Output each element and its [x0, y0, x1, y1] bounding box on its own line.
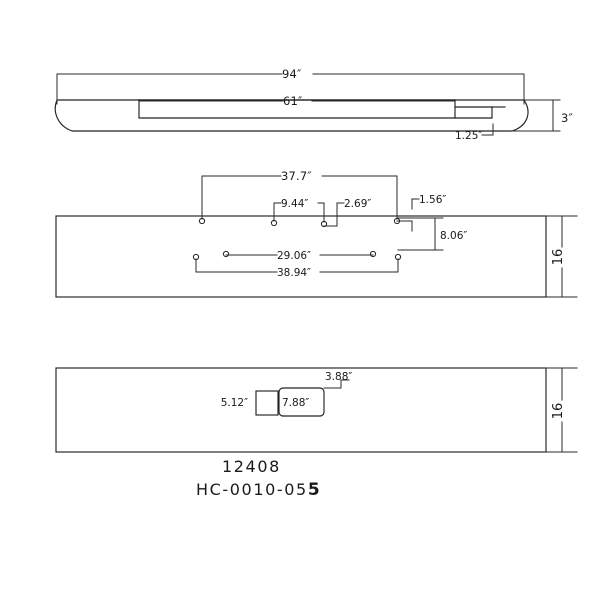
dim-lower-inner-span: 29.06″ [225, 250, 374, 262]
hole-lower-2 [222, 250, 230, 258]
cutout-left [255, 390, 279, 416]
dim-16-front-label: 16 [551, 249, 566, 266]
dim-388-label: 3.88″ [325, 371, 352, 383]
dim-3894-label: 38.94″ [277, 267, 311, 279]
dim-upper-span: 37.7″ [201, 169, 398, 220]
front-view-body [55, 215, 547, 298]
dim-vertical-offset: 8.06″ [396, 217, 467, 251]
dim-806-label: 8.06″ [440, 230, 467, 242]
drawing-number-base: HC-0010-05 [196, 480, 308, 499]
dim-788-label: 7.88″ [282, 397, 309, 409]
drawing-number-label: HC-0010-055 [196, 480, 321, 500]
title-block: 12408 HC-0010-055 [196, 457, 321, 500]
dim-notch-width [481, 123, 494, 136]
dim-front-height: 16 [545, 215, 578, 298]
dim-upper-inner-b: 2.69″ [336, 198, 371, 215]
drawing-revision-suffix: 5 [308, 480, 321, 500]
dim-bottom-height: 16 [545, 367, 578, 453]
front-view: 37.7″ 9.44″ 2.69″ 1.56″ [55, 169, 578, 298]
dim-156-leader [396, 220, 413, 232]
dim-overall-length: 94″ [56, 67, 525, 105]
dim-2906-label: 29.06″ [277, 250, 311, 262]
dim-388-leader [323, 379, 342, 389]
dim-3-label: 3″ [561, 111, 574, 125]
cutout-right [278, 387, 325, 417]
dim-61-label: 61″ [283, 94, 303, 108]
bottom-view-body [55, 367, 547, 453]
dim-cutout-left-width: 5.12″ [221, 397, 248, 409]
dim-269-step [323, 209, 338, 227]
dim-upper-right-offset: 1.56″ [396, 194, 446, 232]
dim-269-label: 2.69″ [344, 198, 371, 210]
dim-thickness: 3″ [511, 99, 574, 132]
dim-upper-inner-a: 9.44″ [273, 198, 325, 223]
top-view-inner-plate [138, 99, 456, 119]
dim-512-label: 5.12″ [221, 397, 248, 409]
bottom-view: 3.88″ 5.12″ 7.88″ 16 [55, 367, 578, 453]
dim-94-label: 94″ [282, 67, 302, 81]
dim-377-label: 37.7″ [281, 169, 312, 183]
dim-16-bottom-label: 16 [551, 403, 566, 420]
part-number-label: 12408 [222, 457, 281, 476]
top-view-notch [454, 106, 493, 119]
dim-944-label: 9.44″ [281, 198, 308, 210]
hole-lower-3 [369, 250, 377, 258]
dim-cutout-right-width: 7.88″ [282, 397, 309, 409]
dim-lower-outer-span: 38.94″ [195, 258, 399, 279]
dim-125-label-visible: 1.25″ [455, 130, 482, 142]
dim-cutout-offset: 3.88″ [323, 371, 352, 389]
dim-156-label: 1.56″ [419, 194, 446, 206]
top-view: 94″ 61″ 1.25″ 3″ [54, 67, 574, 142]
dim-inner-length: 61″ [139, 94, 456, 108]
